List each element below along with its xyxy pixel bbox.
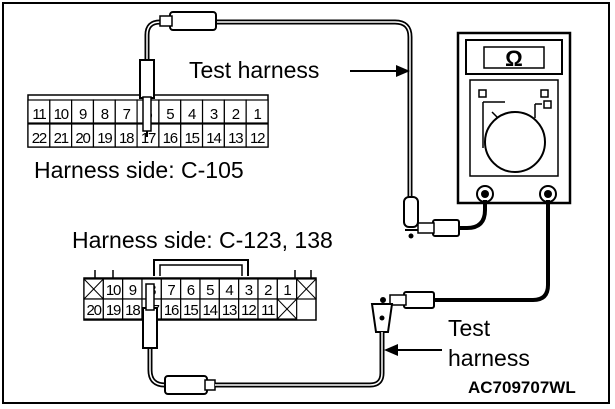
pin-label: 2 <box>264 282 272 299</box>
pin-label: 11 <box>261 302 275 319</box>
test-harness-bottom-label-line1: Test <box>448 315 491 341</box>
ohmmeter: Ω <box>456 31 572 205</box>
pin-label: 14 <box>203 302 218 319</box>
pin-label: 18 <box>125 302 140 319</box>
unused-pin-mark <box>83 278 104 300</box>
harness-plug-bottom <box>164 375 208 395</box>
arrow-test-harness-bottom <box>384 344 442 356</box>
pin-label: 1 <box>283 282 291 299</box>
pin-label: 7 <box>167 282 175 299</box>
pin-label: 4 <box>225 282 233 299</box>
pin-label: 11 <box>32 106 46 123</box>
pin-label: 14 <box>206 130 221 147</box>
harness-side-c123-label: Harness side: C-123, 138 <box>72 227 333 253</box>
probe-bottom <box>142 307 158 349</box>
test-harness-bottom-label-line2: harness <box>448 345 530 371</box>
connector-c123: 1098765432120191817161514131211 <box>83 259 317 321</box>
probe-top <box>139 59 155 99</box>
pin-label: 3 <box>245 282 253 299</box>
pin-label: 19 <box>97 130 112 147</box>
pin-label: 7 <box>123 106 131 123</box>
test-harness-top-label: Test harness <box>189 57 319 83</box>
ohm-symbol: Ω <box>505 46 523 71</box>
pin-label: 21 <box>54 130 69 147</box>
pin-label: 5 <box>166 106 174 123</box>
pin-label: 15 <box>184 130 199 147</box>
pin-label: 12 <box>250 130 265 147</box>
unused-pin-mark <box>296 278 317 300</box>
connector-pin-cell <box>245 123 269 148</box>
pin-label: 22 <box>32 130 47 147</box>
pin-label: 9 <box>129 282 137 299</box>
harness-plug-top <box>169 11 217 31</box>
pin-label: 9 <box>79 106 87 123</box>
pin-label: 16 <box>164 302 179 319</box>
pin-label: 13 <box>228 130 243 147</box>
pin-label: 18 <box>119 130 134 147</box>
diagram-frame <box>2 2 610 404</box>
meter-lead-bottom <box>432 200 550 302</box>
pin-label: 12 <box>241 302 256 319</box>
pin-label: 15 <box>183 302 198 319</box>
connector-c123-cells: 1098765432120191817161514131211 <box>83 278 317 320</box>
pin-label: 8 <box>101 106 109 123</box>
pin-label: 10 <box>54 106 69 123</box>
pin-label: 4 <box>188 106 196 123</box>
pin-label: 20 <box>87 302 102 319</box>
pin-label: 6 <box>187 282 195 299</box>
pin-label: 5 <box>206 282 214 299</box>
pin-label: 2 <box>232 106 240 123</box>
test-harness-top <box>139 11 413 200</box>
pin-label: 13 <box>222 302 237 319</box>
connector-pin-cell <box>245 99 269 124</box>
connector-c105-cells: 11109876543212221201918171615141312 <box>27 99 269 148</box>
harness-wire-bottom-right <box>215 332 385 388</box>
pin-label: 3 <box>210 106 218 123</box>
pin-label: 16 <box>163 130 178 147</box>
test-harness-bottom <box>142 283 385 395</box>
clip-top <box>403 196 460 239</box>
harness-side-c105-label: Harness side: C-105 <box>34 157 244 183</box>
clip-bottom <box>370 291 435 333</box>
unused-pin-mark <box>276 298 298 320</box>
pin-label: 1 <box>254 106 262 123</box>
ohmmeter-dial <box>484 111 546 173</box>
figure-code: AC709707WL <box>468 378 576 397</box>
pin-label: 17 <box>141 130 156 147</box>
pin-label: 20 <box>75 130 90 147</box>
pin-label: 19 <box>106 302 121 319</box>
meter-lead-top <box>458 200 487 230</box>
pin-label: 10 <box>106 282 121 299</box>
arrow-test-harness-top <box>350 65 410 77</box>
